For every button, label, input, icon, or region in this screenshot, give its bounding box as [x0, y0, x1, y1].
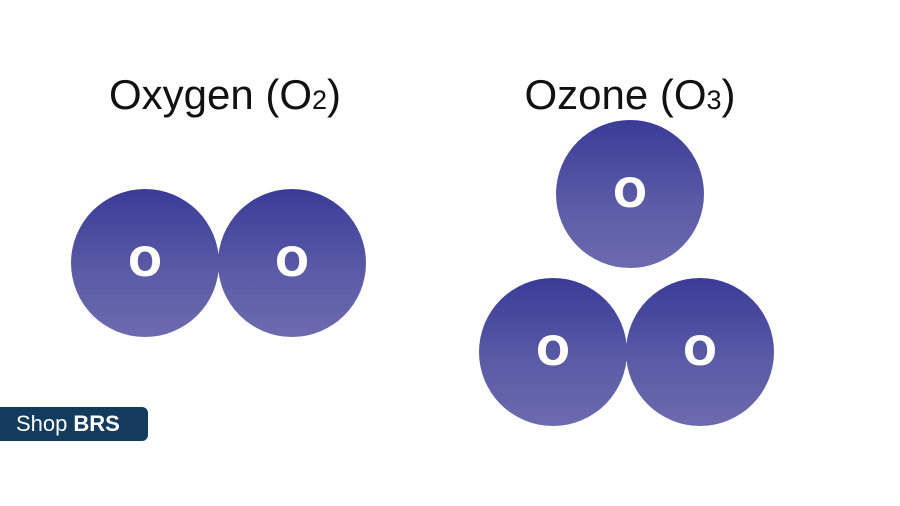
oxygen-title-subscript: 2 [312, 85, 328, 115]
oxygen-title-close: ) [327, 71, 342, 118]
ozone-atom-bottom-left: O [479, 278, 627, 426]
shop-brs-badge-text: Shop [16, 411, 68, 436]
ozone-atom-bottom-left-label: O [535, 329, 570, 375]
ozone-atom-top-label: O [612, 171, 647, 217]
oxygen-title-main: Oxygen (O [108, 71, 313, 118]
ozone-title-main: Ozone (O [524, 71, 707, 118]
shop-brs-badge[interactable]: Shop BRS [0, 406, 149, 442]
ozone-atom-bottom-right: O [626, 278, 774, 426]
oxygen-title: Oxygen (O2) [90, 70, 360, 120]
oxygen-atom-right: O [218, 189, 366, 337]
oxygen-atom-right-label: O [274, 240, 309, 286]
oxygen-atom-left: O [71, 189, 219, 337]
ozone-title: Ozone (O3) [505, 70, 755, 120]
oxygen-atom-left-label: O [127, 240, 162, 286]
ozone-atom-top: O [556, 120, 704, 268]
ozone-title-close: ) [721, 71, 736, 118]
ozone-atom-bottom-right-label: O [682, 329, 717, 375]
ozone-title-subscript: 3 [706, 85, 722, 115]
shop-brs-badge-brand: BRS [73, 411, 120, 436]
